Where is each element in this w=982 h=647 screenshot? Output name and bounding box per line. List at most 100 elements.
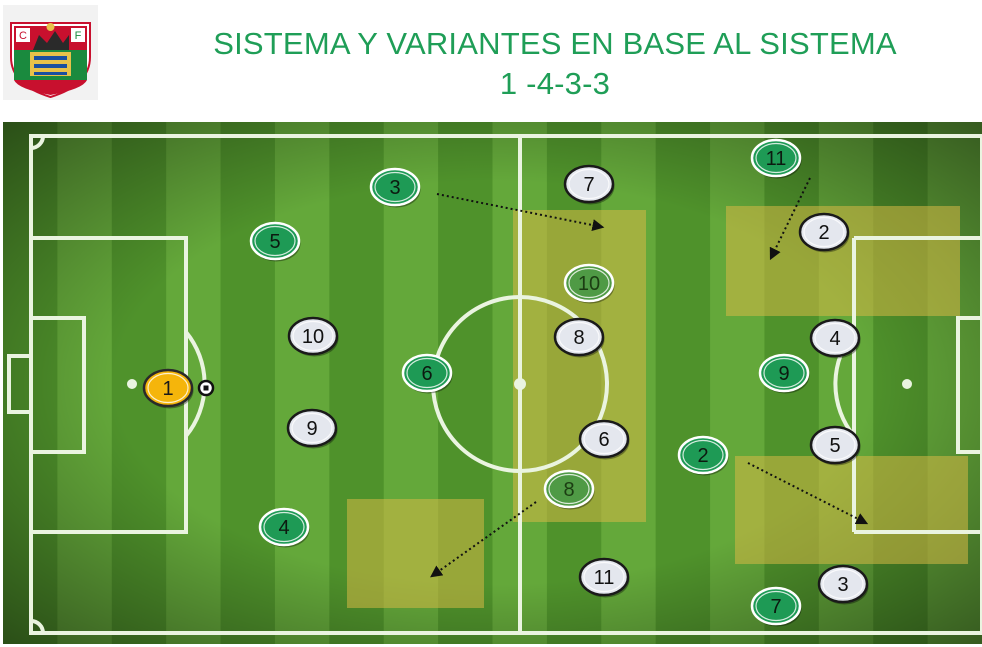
player-ring: [822, 568, 864, 600]
player-disc: [258, 507, 310, 547]
player-number: 4: [278, 517, 289, 539]
player-number: 8: [573, 327, 584, 349]
title-line-1: SISTEMA Y VARIANTES EN BASE AL SISTEMA: [213, 26, 897, 61]
white-player[interactable]: 3: [817, 564, 869, 605]
green-player[interactable]: 5: [249, 221, 301, 262]
green-player[interactable]: 4: [258, 507, 310, 548]
player-number: 3: [837, 574, 848, 596]
white-player[interactable]: 2: [798, 212, 850, 253]
player-ring: [814, 429, 856, 461]
player-disc: [809, 425, 861, 465]
ball-icon: [197, 379, 215, 397]
player-number: 7: [583, 174, 594, 196]
player-number: 9: [306, 418, 317, 440]
player-disc: [286, 408, 338, 448]
arrow-2: [747, 462, 869, 525]
player-ring: [292, 320, 334, 352]
white-player[interactable]: 5: [809, 425, 861, 466]
player-disc: [142, 368, 194, 408]
player-number: 6: [421, 363, 432, 385]
player-ring: [548, 473, 590, 505]
player-number: 10: [302, 326, 324, 348]
player-disc: [249, 221, 301, 261]
player-ring: [682, 439, 724, 471]
player-disc: [809, 318, 861, 358]
player-ring: [814, 322, 856, 354]
title-line-2: 1 -4-3-3: [499, 66, 611, 101]
movement-arrows: [430, 177, 869, 578]
player-disc: [817, 564, 869, 604]
player-disc: [798, 212, 850, 252]
player-number: 9: [778, 363, 789, 385]
green-player[interactable]: 6: [401, 353, 453, 394]
left-penalty-spot: [127, 379, 137, 389]
club-crest: C F: [3, 5, 98, 100]
player-ring: [291, 412, 333, 444]
arrow-8: [430, 501, 537, 578]
zone-right-bottom: [735, 456, 968, 564]
player-number: 1: [162, 378, 173, 400]
white-player[interactable]: 8: [553, 317, 605, 358]
player-ring: [755, 142, 797, 174]
white-player[interactable]: 11: [578, 557, 630, 598]
player-disc: [578, 419, 630, 459]
player-disc: [287, 316, 339, 356]
player-number: 4: [829, 328, 840, 350]
white-player[interactable]: 6: [578, 419, 630, 460]
goalkeeper[interactable]: 1: [142, 368, 194, 409]
player-disc: [563, 263, 615, 303]
player-ring: [374, 171, 416, 203]
right-penalty-spot: [902, 379, 912, 389]
player-number: 10: [578, 273, 600, 295]
player-ring: [755, 590, 797, 622]
green-player[interactable]: 2: [677, 435, 729, 476]
player-number: 5: [829, 435, 840, 457]
green-player-variant[interactable]: 8: [543, 469, 595, 510]
player-number: 2: [818, 222, 829, 244]
player-number: 2: [697, 445, 708, 467]
header: C F SISTEMA Y VARIANTES EN BASE AL SISTE…: [0, 0, 982, 118]
green-player-variant[interactable]: 10: [563, 263, 615, 304]
white-player[interactable]: 4: [809, 318, 861, 359]
player-number: 6: [598, 429, 609, 451]
corner-arc-bottom-left: [30, 619, 45, 634]
zone-left-bottom: [347, 499, 484, 608]
player-disc: [750, 586, 802, 626]
player-number: 7: [770, 596, 781, 618]
player-ring: [147, 372, 189, 404]
players: 3 5 6 4 10 8 11 9 2 7 7 10 8 9 6 11 2 4 5 3 1: [142, 138, 869, 627]
green-player[interactable]: 9: [758, 353, 810, 394]
player-disc: [563, 164, 615, 204]
player-ring: [763, 357, 805, 389]
center-spot: [514, 378, 526, 390]
player-disc: [758, 353, 810, 393]
player-number: 5: [269, 231, 280, 253]
player-number: 3: [389, 177, 400, 199]
crest-letter-f: F: [75, 30, 82, 42]
player-ring: [583, 423, 625, 455]
green-player[interactable]: 7: [750, 586, 802, 627]
green-player[interactable]: 11: [750, 138, 802, 179]
crest-letter-c: C: [19, 30, 27, 42]
player-ring: [254, 225, 296, 257]
player-ring: [406, 357, 448, 389]
white-player[interactable]: 7: [563, 164, 615, 205]
corner-arc-top-left: [30, 135, 45, 150]
left-goal: [7, 354, 33, 414]
player-ring: [263, 511, 305, 543]
white-player[interactable]: 9: [286, 408, 338, 449]
green-player[interactable]: 3: [369, 167, 421, 208]
player-disc: [677, 435, 729, 475]
player-ring: [558, 321, 600, 353]
ball-patch: [203, 385, 209, 391]
player-disc: [553, 317, 605, 357]
player-disc: [578, 557, 630, 597]
player-ring: [803, 216, 845, 248]
player-disc: [543, 469, 595, 509]
white-player[interactable]: 10: [287, 316, 339, 357]
player-ring: [568, 267, 610, 299]
player-disc: [369, 167, 421, 207]
player-number: 11: [594, 567, 615, 589]
arrow-3: [436, 193, 605, 232]
crest-icon: C F: [10, 22, 91, 99]
